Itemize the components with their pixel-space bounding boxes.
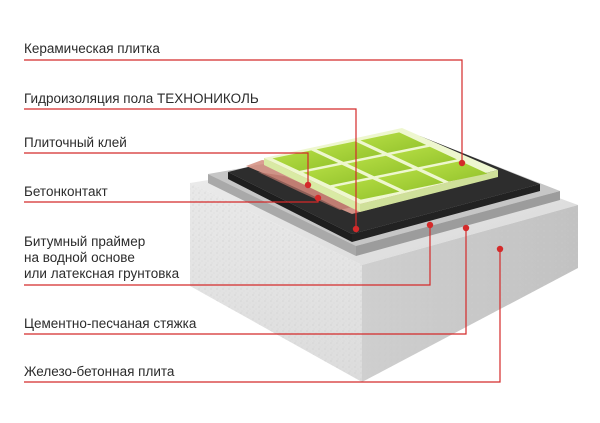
ceramic-tile [377, 170, 444, 191]
ceramic-tile [360, 132, 427, 153]
leader-bitumen-primer [24, 225, 431, 286]
leader-cement-screed [24, 228, 467, 335]
ceramic-tile [272, 150, 339, 171]
ceramic-tile [303, 164, 369, 186]
leader-lines [24, 59, 504, 383]
ceramic-tile [316, 141, 383, 162]
leader-waterproofing [24, 108, 357, 229]
leader-ceramic-tile-dot [458, 159, 466, 167]
leader-concrete-slab [24, 249, 501, 383]
leader-tile-adhesive-dot [304, 181, 312, 189]
label-cement-screed: Цементно-песчаная стяжка [24, 316, 197, 331]
ceramic-tile [391, 146, 457, 168]
leader-tile-adhesive [24, 152, 309, 185]
leader-bitumen-primer-dot [426, 221, 434, 229]
label-betonkontakt: Бетонконтакт [24, 184, 108, 199]
ceramic-tile-layer [264, 128, 498, 212]
leader-waterproofing-dot [352, 225, 360, 233]
label-bitumen-primer-line-1: Битумный праймер [24, 234, 146, 249]
label-bitumen-primer: Битумный праймер на водной основе или ла… [24, 234, 179, 282]
ceramic-tile [347, 155, 413, 177]
leader-cement-screed-dot [462, 224, 470, 232]
leader-betonkontakt-dot [314, 194, 322, 202]
leader-ceramic-tile [24, 59, 463, 163]
leader-concrete-slab-dot [496, 245, 504, 253]
ceramic-tile [421, 161, 488, 182]
label-bitumen-primer-line-3: или латексная грунтовка [24, 266, 180, 281]
label-waterproofing: Гидроизоляция пола ТЕХНОНИКОЛЬ [24, 91, 259, 106]
ceramic-tile [333, 179, 400, 200]
tile-grid [272, 132, 488, 200]
label-tile-adhesive: Плиточный клей [24, 135, 127, 150]
label-bitumen-primer-line-2: на водной основе [24, 250, 135, 265]
label-concrete-slab: Железо-бетонная плита [24, 364, 175, 379]
label-ceramic-tile: Керамическая плитка [24, 41, 160, 56]
